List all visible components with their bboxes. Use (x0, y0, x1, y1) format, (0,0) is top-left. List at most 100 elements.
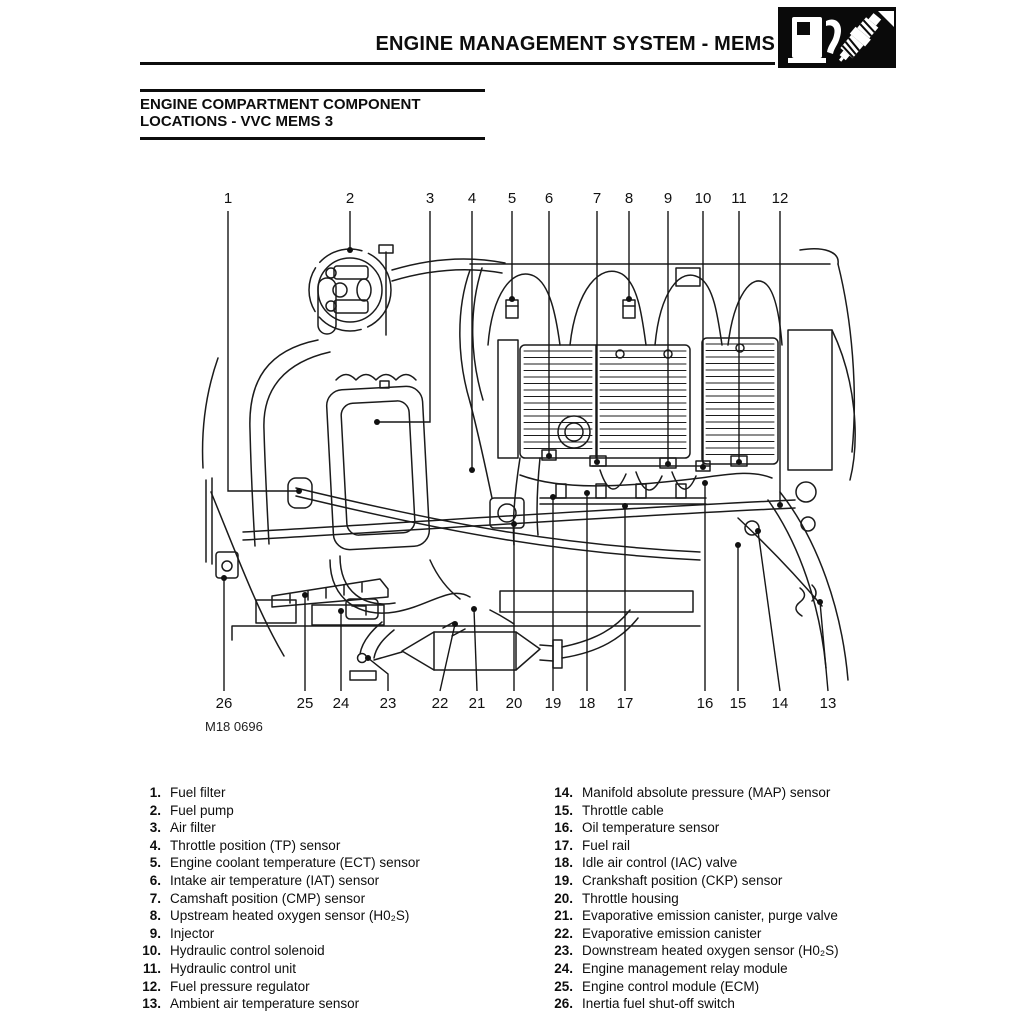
legend-item-number: 3. (149, 820, 161, 836)
leader-dot-17 (622, 503, 628, 509)
leader-dot-10 (700, 464, 706, 470)
section-rule-bottom (140, 137, 485, 140)
callout-number-9: 9 (664, 190, 672, 207)
legend-item-number: 4. (149, 837, 161, 853)
legend-item-number: 12. (142, 978, 161, 994)
legend-item-label: Injector (170, 925, 215, 941)
callout-number-18: 18 (579, 695, 596, 712)
legend-item-label: Ambient air temperature sensor (170, 996, 360, 1012)
leader-dot-6 (546, 453, 552, 459)
legend-item-11: 11.Hydraulic control unit (140, 960, 520, 978)
legend-item-label: Idle air control (IAC) valve (582, 855, 738, 871)
legend-item-9: 9.Injector (140, 925, 520, 943)
spark-plug-icon (838, 11, 894, 62)
leader-dot-24 (338, 608, 344, 614)
leader-dot-8 (626, 296, 632, 302)
callout-number-15: 15 (730, 695, 747, 712)
leader-dot-3 (374, 419, 380, 425)
callout-number-5: 5 (508, 190, 516, 207)
legend-item-number: 1. (149, 785, 161, 800)
legend-item-21: 21.Evaporative emission canister, purge … (552, 907, 962, 925)
legend-item-label: Hydraulic control unit (170, 960, 297, 976)
legend-item-8: 8.Upstream heated oxygen sensor (H0₂S) (140, 907, 520, 925)
legend-item-label: Evaporative emission canister (582, 925, 762, 941)
legend-item-label: Manifold absolute pressure (MAP) sensor (582, 785, 831, 800)
legend-item-number: 2. (149, 802, 161, 818)
leader-dot-1 (296, 488, 302, 494)
leader-dot-19 (550, 494, 556, 500)
legend-item-14: 14. Manifold absolute pressure (MAP) sens… (552, 784, 962, 802)
leader-dot-26 (221, 575, 227, 581)
legend-item-label: Engine coolant temperature (ECT) sensor (170, 855, 420, 871)
leader-dot-22 (452, 621, 458, 627)
legend-item-5: 5.Engine coolant temperature (ECT) senso… (140, 854, 520, 872)
legend-item-label: Throttle position (TP) sensor (170, 837, 341, 853)
legend-item-label: Air filter (170, 820, 216, 836)
legend-item-number: 17. (554, 837, 573, 853)
section-title: ENGINE COMPARTMENT COMPONENT LOCATIONS -… (140, 96, 500, 130)
leader-dot-15 (735, 542, 741, 548)
legend-item-number: 7. (149, 890, 161, 906)
legend-item-label: Camshaft position (CMP) sensor (170, 890, 366, 906)
legend-item-26: 26.Inertia fuel shut-off switch (552, 995, 962, 1013)
legend-item-number: 13. (142, 996, 161, 1012)
legend-item-label: Fuel filter (170, 785, 226, 800)
legend-item-number: 25. (554, 978, 573, 994)
callout-number-17: 17 (617, 695, 634, 712)
legend-item-label: Intake air temperature (IAT) sensor (170, 872, 380, 888)
fuel-and-ignition-badge (778, 7, 896, 68)
leader-line-14 (757, 530, 781, 692)
leader-line-23 (367, 657, 389, 691)
legend-item-number: 26. (554, 996, 573, 1012)
leader-line-3 (377, 211, 431, 423)
figure-code: M18 0696 (205, 719, 263, 734)
callout-number-6: 6 (545, 190, 553, 207)
callout-number-13: 13 (820, 695, 837, 712)
legend-item-label: Upstream heated oxygen sensor (H0₂S) (170, 908, 410, 924)
legend-item-label: Hydraulic control solenoid (170, 943, 325, 959)
callout-number-11: 11 (731, 190, 747, 207)
leader-dot-9 (665, 461, 671, 467)
leader-dot-25 (302, 592, 308, 598)
header-rule (140, 62, 775, 65)
legend-item-number: 23. (554, 943, 573, 959)
leader-dot-2 (347, 247, 353, 253)
callout-number-4: 4 (468, 190, 476, 207)
leader-line-22 (439, 623, 456, 692)
legend-item-number: 10. (142, 943, 161, 959)
legend-item-label: Engine management relay module (582, 960, 788, 976)
callout-number-21: 21 (469, 695, 486, 712)
legend-item-number: 19. (554, 872, 573, 888)
legend-item-4: 4. Throttle position (TP) sensor (140, 837, 520, 855)
legend-item-number: 18. (554, 855, 573, 871)
leader-dot-20 (511, 521, 517, 527)
leader-dot-13 (817, 599, 823, 605)
legend-item-label: Crankshaft position (CKP) sensor (582, 872, 783, 888)
callout-number-12: 12 (772, 190, 789, 207)
legend-item-2: 2.Fuel pump (140, 802, 520, 820)
legend-item-19: 19. Crankshaft position (CKP) sensor (552, 872, 962, 890)
legend-item-number: 24. (554, 960, 573, 976)
legend-item-label: Oil temperature sensor (582, 820, 720, 836)
legend-item-label: Throttle housing (582, 890, 679, 906)
callout-number-23: 23 (380, 695, 397, 712)
legend-item-24: 24. Engine management relay module (552, 960, 962, 978)
callout-number-8: 8 (625, 190, 633, 207)
callout-number-24: 24 (333, 695, 350, 712)
callout-number-16: 16 (697, 695, 714, 712)
page-title: ENGINE MANAGEMENT SYSTEM - MEMS (375, 33, 775, 55)
legend-item-18: 18. Idle air control (IAC) valve (552, 854, 962, 872)
leader-dot-16 (702, 480, 708, 486)
leader-line-13 (819, 601, 829, 692)
legend-item-number: 20. (554, 890, 573, 906)
legend-item-number: 14. (554, 785, 573, 800)
legend-item-number: 16. (554, 820, 573, 836)
leader-dot-11 (736, 459, 742, 465)
legend-item-16: 16. Oil temperature sensor (552, 819, 962, 837)
callout-number-22: 22 (432, 695, 449, 712)
section-title-line1: ENGINE COMPARTMENT COMPONENT (140, 96, 421, 113)
callout-number-2: 2 (346, 190, 354, 207)
